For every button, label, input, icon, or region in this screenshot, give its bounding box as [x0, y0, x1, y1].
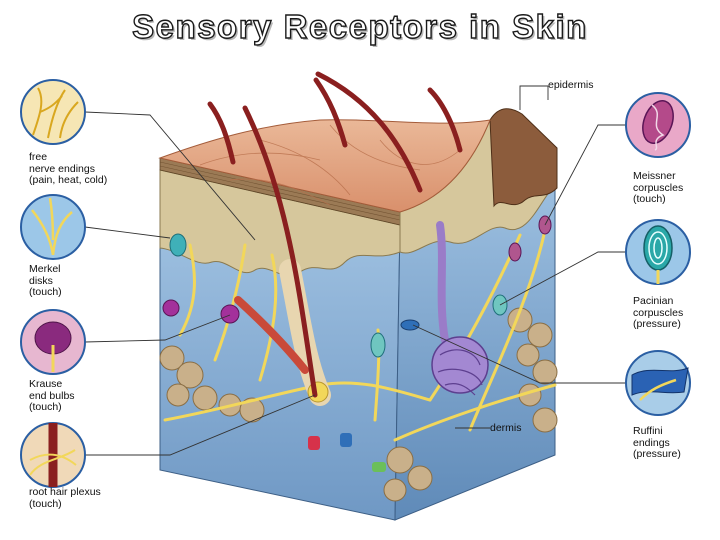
skin-surface: [158, 119, 491, 213]
hair-shafts: [207, 71, 463, 398]
label-ruffini-endings: Ruffini endings (pressure): [633, 425, 681, 460]
label-epidermis: epidermis: [548, 79, 594, 91]
inset-ruffini-endings: [625, 350, 691, 416]
label-krause-end-bulbs: Krause end bulbs (touch): [29, 378, 75, 413]
inset-merkel-disks: [20, 194, 86, 260]
adipose-tissue: [159, 307, 558, 502]
inset-root-hair-plexus: [20, 422, 86, 488]
label-root-hair-plexus: root hair plexus (touch): [29, 486, 101, 510]
label-meissner-corpuscles: Meissner corpuscles (touch): [633, 170, 684, 205]
label-free-nerve-endings: free nerve endings (pain, heat, cold): [29, 151, 108, 186]
leader-lines: [84, 85, 630, 456]
page-title: Sensory Receptors in Skin: [131, 7, 588, 45]
inset-meissner-corpuscles: [625, 92, 691, 158]
inset-krause-end-bulbs: [20, 309, 86, 375]
label-dermis: dermis: [490, 422, 522, 434]
inset-pacinian-corpuscles: [625, 219, 691, 285]
inset-free-nerve-endings: [20, 79, 86, 145]
label-merkel-disks: Merkel disks (touch): [29, 263, 62, 298]
epidermis-flap: [489, 108, 558, 208]
receptor-structures: [162, 215, 552, 472]
label-pacinian-corpuscles: Pacinian corpuscles (pressure): [633, 295, 684, 330]
sweat-gland: [431, 221, 489, 396]
